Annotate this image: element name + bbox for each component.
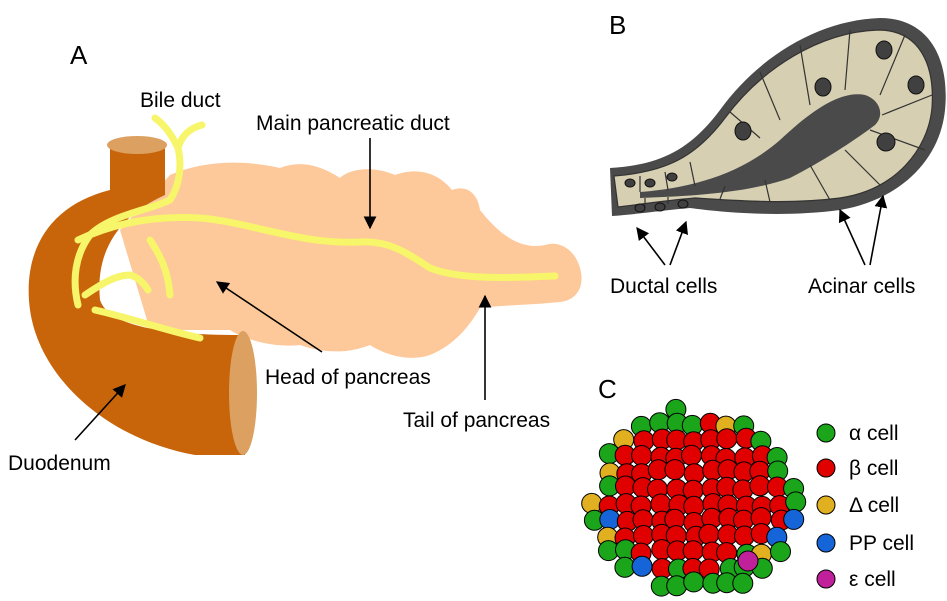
legend-swatch-beta	[817, 459, 835, 477]
label-head: Head of pancreas	[265, 366, 431, 389]
islet-cell	[632, 446, 652, 466]
islet-cell	[616, 476, 636, 496]
islet-cell-epsilon	[738, 551, 758, 571]
legend-swatch-delta	[817, 496, 835, 514]
label-ductal: Ductal cells	[610, 275, 717, 298]
panel-a: A Bile duct Main pancreatic duct Head of…	[8, 40, 582, 475]
duodenum-lower-end	[229, 331, 257, 455]
islet-cell	[684, 572, 704, 592]
panel-c: C α cell β cell Δ cell PP cell ε cell	[582, 374, 914, 596]
legend-swatch-pp	[817, 534, 835, 552]
legend-swatch-alpha	[817, 424, 835, 442]
panel-label-c: C	[598, 374, 617, 404]
islet-cell	[771, 542, 791, 562]
islet-cell	[600, 510, 620, 530]
legend-label-epsilon: ε cell	[849, 568, 896, 591]
arrow-acinar-1	[840, 210, 865, 265]
arrow-acinar-2	[870, 196, 883, 265]
islet-cell	[786, 492, 806, 512]
islet-cell	[699, 524, 719, 544]
islet-cell	[784, 509, 804, 529]
arrow-ductal-2	[670, 222, 686, 265]
islet-cell	[632, 556, 652, 576]
label-acinar: Acinar cells	[808, 275, 915, 298]
arrow-ductal-1	[637, 228, 665, 265]
legend-swatch-epsilon	[817, 570, 835, 588]
islet-cell	[683, 541, 703, 561]
label-tail: Tail of pancreas	[403, 409, 550, 432]
legend: α cell β cell Δ cell PP cell ε cell	[817, 422, 914, 591]
islet-cell	[750, 476, 770, 496]
pancreas-body	[120, 163, 582, 358]
islet-cell	[665, 460, 685, 480]
label-main-duct: Main pancreatic duct	[256, 112, 450, 135]
legend-label-alpha: α cell	[849, 422, 899, 445]
legend-label-delta: Δ cell	[849, 494, 899, 517]
duodenum-upper-end	[107, 136, 167, 154]
legend-label-pp: PP cell	[849, 532, 914, 555]
islet-cell	[733, 573, 753, 593]
islet-cell	[717, 429, 737, 449]
islet-cell	[634, 526, 654, 546]
islet-cell	[682, 445, 702, 465]
panel-b: B	[609, 10, 946, 298]
legend-label-beta: β cell	[849, 457, 898, 480]
bile-duct-branch	[178, 125, 202, 148]
label-bile-duct: Bile duct	[140, 89, 221, 112]
panel-label-a: A	[70, 40, 88, 70]
panel-label-b: B	[609, 10, 626, 40]
label-duodenum: Duodenum	[8, 452, 111, 475]
islet	[582, 399, 806, 596]
